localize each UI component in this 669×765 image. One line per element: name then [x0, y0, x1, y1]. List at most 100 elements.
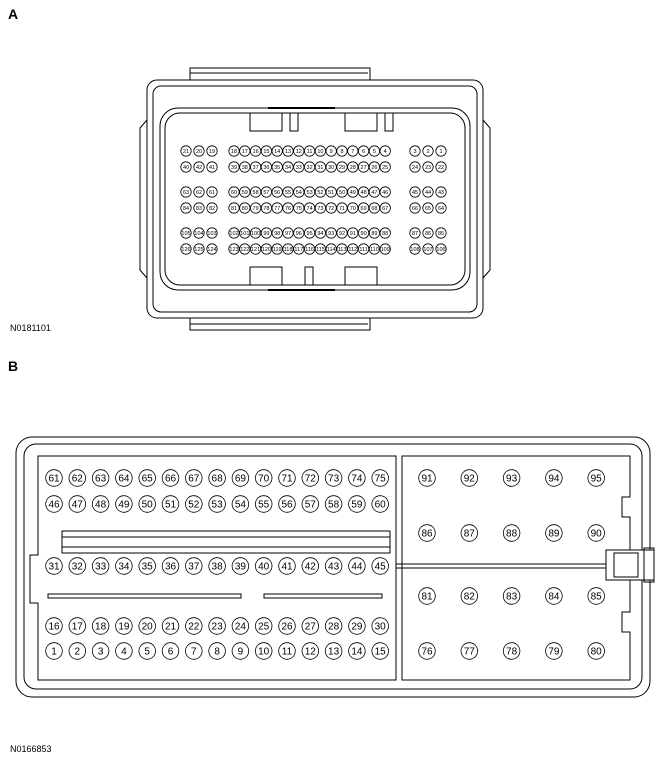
pin-label-42: 42: [196, 165, 202, 171]
pin-label-96: 96: [296, 231, 302, 237]
pin-98: [271, 227, 283, 239]
pin-label-47: 47: [72, 500, 84, 511]
pin-88: [502, 524, 521, 542]
a-top-rib-right: [384, 112, 394, 132]
pin-label-98: 98: [274, 231, 280, 237]
a-bottom-rib: [304, 266, 314, 286]
pin-90: [357, 227, 370, 239]
pin-label-27: 27: [305, 622, 317, 633]
pin-label-92: 92: [464, 474, 476, 485]
pin-51: [325, 186, 337, 198]
pin-label-4: 4: [384, 149, 387, 155]
pin-33: [293, 161, 305, 173]
pin-label-36: 36: [263, 165, 269, 171]
pin-label-61: 61: [209, 190, 215, 196]
pin-label-107: 107: [423, 247, 432, 253]
a-top-latch: [189, 67, 371, 81]
pin-label-54: 54: [235, 500, 247, 511]
pin-31: [314, 161, 326, 173]
pin-label-72: 72: [328, 206, 334, 212]
pin-label-119: 119: [273, 247, 282, 253]
pin-label-114: 114: [327, 247, 336, 253]
pin-label-73: 73: [328, 474, 340, 485]
pin-4: [379, 145, 391, 157]
pin-label-57: 57: [263, 190, 269, 196]
pin-label-10: 10: [258, 647, 270, 658]
pin-44: [422, 186, 434, 198]
pin-71: [336, 202, 348, 214]
pin-94: [545, 469, 563, 487]
pin-62: [68, 469, 87, 487]
pin-22: [185, 617, 203, 635]
pin-5: [138, 642, 156, 660]
pin-40: [255, 557, 273, 575]
pin-label-103: 103: [207, 231, 216, 237]
pin-label-97: 97: [285, 231, 291, 237]
pin-label-104: 104: [194, 231, 203, 237]
pin-116: [303, 243, 316, 255]
pin-90: [587, 524, 605, 542]
pin-label-31: 31: [317, 165, 323, 171]
pin-52: [185, 495, 203, 513]
pin-label-94: 94: [548, 474, 560, 485]
pin-45: [409, 186, 421, 198]
pin-label-32: 32: [307, 165, 313, 171]
pin-label-76: 76: [421, 647, 433, 658]
pin-label-49: 49: [350, 190, 356, 196]
pin-12: [301, 642, 320, 660]
pin-label-82: 82: [464, 592, 476, 603]
pin-85: [587, 587, 605, 605]
pin-label-92: 92: [339, 231, 345, 237]
pin-39: [228, 161, 240, 173]
pin-label-63: 63: [95, 474, 107, 485]
pin-label-58: 58: [328, 500, 340, 511]
pin-label-7: 7: [351, 149, 354, 155]
pin-123: [228, 243, 240, 255]
pin-label-2: 2: [426, 149, 429, 155]
pin-74: [303, 202, 316, 214]
pin-22: [435, 161, 447, 173]
pin-124: [206, 243, 218, 255]
pin-label-102: 102: [229, 231, 238, 237]
pin-label-36: 36: [165, 562, 177, 573]
a-bottom-key-left: [249, 266, 283, 286]
pin-41: [278, 557, 296, 575]
pin-16: [45, 617, 63, 635]
pin-label-75: 75: [375, 474, 387, 485]
pin-label-2: 2: [75, 647, 81, 658]
pin-label-23: 23: [425, 165, 431, 171]
pin-20: [193, 145, 205, 157]
pin-label-115: 115: [316, 247, 325, 253]
pin-label-26: 26: [371, 165, 377, 171]
pin-19: [206, 145, 218, 157]
pin-65: [138, 469, 156, 487]
pin-95: [587, 469, 605, 487]
pin-46: [45, 495, 63, 513]
pin-label-7: 7: [191, 647, 197, 658]
pin-55: [282, 186, 294, 198]
pin-label-91: 91: [350, 231, 356, 237]
a-top-key-left: [249, 112, 283, 132]
pin-3: [409, 145, 421, 157]
pin-label-86: 86: [421, 529, 433, 540]
pin-61: [206, 186, 218, 198]
pin-label-93: 93: [506, 474, 518, 485]
pin-8: [208, 642, 226, 660]
pin-label-43: 43: [438, 190, 444, 196]
pin-83: [193, 202, 205, 214]
pin-label-83: 83: [506, 592, 518, 603]
pin-label-16: 16: [48, 622, 60, 633]
pin-label-71: 71: [339, 206, 345, 212]
pin-91: [418, 469, 436, 487]
pin-label-78: 78: [263, 206, 269, 212]
pin-label-34: 34: [285, 165, 291, 171]
pin-label-122: 122: [240, 247, 249, 253]
pin-2: [422, 145, 434, 157]
pin-label-101: 101: [240, 231, 249, 237]
pin-label-78: 78: [506, 647, 518, 658]
pin-113: [336, 243, 348, 255]
pin-label-21: 21: [165, 622, 177, 633]
pin-5: [368, 145, 380, 157]
pin-label-63: 63: [183, 190, 189, 196]
